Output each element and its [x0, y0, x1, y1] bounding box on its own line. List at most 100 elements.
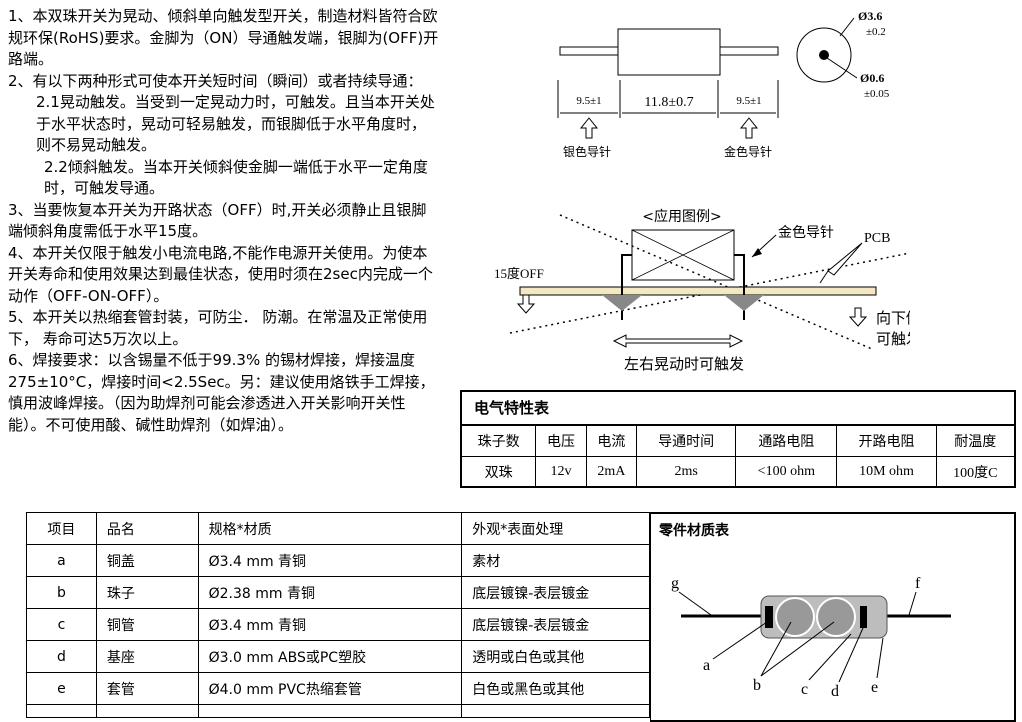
table-cell: 底层镀镍-表层镀金: [461, 608, 650, 641]
double-arrow-icon: [612, 334, 744, 348]
table-cell: 透明或白色或其他: [461, 640, 650, 673]
table-header-cell: 电压: [535, 425, 587, 457]
label-c: c: [801, 681, 808, 698]
instruction-5: 5、本开关以热缩套管封装，可防尘． 防潮。在常温及正常使用下， 寿命可达5万次以…: [8, 308, 428, 348]
table-cell: 2mA: [585, 456, 638, 487]
body-diameter-label: Ø3.6: [858, 9, 882, 23]
table-header-cell: 规格*材质: [197, 512, 463, 545]
pin-diameter-tol: ±0.05: [864, 88, 890, 100]
pcb-label: PCB: [864, 231, 890, 246]
material-diagram-title: 零件材质表: [659, 523, 729, 539]
dimension-drawing: 9.5±1 11.8±0.7 9.5±1 银色导针 金色导针 Ø3.6 ±0.2…: [557, 9, 890, 159]
label-b: b: [753, 677, 761, 694]
table-cell: d: [26, 640, 97, 673]
table-cell: 2ms: [636, 456, 737, 487]
table-row: d 基座 Ø3.0 mm ABS或PC塑胶 透明或白色或其他: [26, 640, 650, 673]
instructions-block: 1、本双珠开关为晃动、倾斜单向触发型开关，制造材料皆符合欧规环保(RoHS)要求…: [8, 6, 440, 436]
gold-pin-callout: 金色导针: [778, 224, 834, 241]
instruction-3: 3、当要恢复本开关为开路状态（OFF）时,开关必须静止且银脚端倾斜角度需低于水平…: [8, 200, 427, 241]
silver-pin-label: 银色导针: [563, 144, 611, 159]
gold-pin-shape: [719, 46, 779, 56]
table-cell: 12v: [535, 456, 587, 487]
table-row: e 套管 Ø4.0 mm PVC热缩套管 白色或黑色或其他: [26, 672, 650, 705]
table-header-cell: 通路电阻: [735, 425, 838, 457]
shake-label: 左右晃动时可触发: [624, 355, 744, 373]
table-row: a 铜盖 Ø3.4 mm 青铜 素材: [26, 544, 650, 577]
table-header-cell: 外观*表面处理: [461, 512, 650, 545]
material-drawing: g f a b c d e: [671, 575, 951, 700]
instruction-2-2: 2.2倾斜触发。当本开关倾斜使金脚一端低于水平一定角度时，可触发导通。: [44, 157, 428, 198]
label-d: d: [831, 683, 839, 700]
tilt-label-line1: 向下倾斜: [876, 309, 910, 327]
up-arrow-icon: [739, 117, 759, 139]
parts-table: 项目 品名 规格*材质 外观*表面处理 a 铜盖 Ø3.4 mm 青铜 素材 b…: [26, 512, 650, 718]
table-cell: 100度C: [935, 456, 1014, 487]
label-f: f: [915, 575, 921, 592]
table-header-cell: 珠子数: [462, 425, 537, 457]
len-left-label: 9.5±1: [576, 95, 601, 107]
table-row: c 铜管 Ø3.4 mm 青铜 底层镀镍-表层镀金: [26, 608, 650, 641]
bead: [816, 597, 856, 637]
table-header-row: 珠子数 电压 电流 导通时间 通路电阻 开路电阻 耐温度: [462, 425, 1014, 457]
application-drawing: <应用图例> 15度OFF 金色导针 PCB 向下倾斜 可触发 左右晃动时可触发: [494, 208, 910, 373]
table-header-cell: 导通时间: [636, 425, 737, 457]
table-cell: a: [26, 544, 97, 577]
table-row: 双珠 12v 2mA 2ms <100 ohm 10M ohm 100度C: [462, 456, 1014, 487]
up-arrow-icon: [579, 117, 599, 139]
len-body-label: 11.8±0.7: [644, 95, 693, 110]
table-header-cell: 开路电阻: [836, 425, 937, 457]
table-cell: c: [26, 608, 97, 641]
table-cell: 10M ohm: [836, 456, 937, 487]
table-cell: 珠子: [95, 576, 199, 609]
table-row-partial: [26, 704, 650, 718]
pin-diameter-label: Ø0.6: [860, 71, 884, 85]
tilt-line: [559, 214, 873, 350]
pcb-board: [519, 286, 877, 296]
instruction-4: 4、本开关仅限于触发小电流电路,不能作电源开关使用。为使本开关寿命和使用效果达到…: [8, 243, 433, 305]
down-arrow-icon: [516, 294, 536, 314]
table-header-cell: 耐温度: [935, 425, 1014, 457]
table-cell: Ø3.0 mm ABS或PC塑胶: [197, 640, 463, 673]
table-cell: 白色或黑色或其他: [461, 672, 650, 705]
instruction-2-1: 2.1晃动触发。当受到一定晃动力时，可触发。且当本开关处于水平状态时，晃动可轻易…: [36, 93, 435, 154]
switch-body-shape: [617, 28, 721, 76]
table-cell: 双珠: [462, 456, 537, 487]
instruction-1: 1、本双珠开关为晃动、倾斜单向触发型开关，制造材料皆符合欧规环保(RoHS)要求…: [8, 7, 439, 68]
body-diameter-tol: ±0.2: [866, 26, 886, 38]
table-cell: Ø2.38 mm 青铜: [197, 576, 463, 609]
table-cell: 套管: [95, 672, 199, 705]
table-cell: b: [26, 576, 97, 609]
application-title: <应用图例>: [642, 208, 721, 225]
len-right-label: 9.5±1: [736, 95, 761, 107]
table-cell: Ø3.4 mm 青铜: [197, 608, 463, 641]
table-cell: 底层镀镍-表层镀金: [461, 576, 650, 609]
down-arrow-icon: [848, 307, 868, 327]
table-cell: Ø3.4 mm 青铜: [197, 544, 463, 577]
table-cell: e: [26, 672, 97, 705]
instruction-6: 6、焊接要求：以含锡量不低于99.3% 的锡材焊接，焊接温度275±10°C，焊…: [8, 351, 435, 434]
table-cell: 素材: [461, 544, 650, 577]
table-header-cell: 电流: [585, 425, 638, 457]
table-cell: 铜盖: [95, 544, 199, 577]
electrical-table: 电气特性表 珠子数 电压 电流 导通时间 通路电阻 开路电阻 耐温度 双珠 12…: [460, 390, 1016, 488]
label-g: g: [671, 575, 679, 592]
off-label: 15度OFF: [494, 266, 544, 281]
table-cell: Ø4.0 mm PVC热缩套管: [197, 672, 463, 705]
tilt-line: [509, 252, 910, 334]
label-e: e: [871, 679, 878, 696]
table-cell: <100 ohm: [735, 456, 838, 487]
tilt-label-line2: 可触发: [876, 330, 910, 348]
table-cell: 铜管: [95, 608, 199, 641]
label-a: a: [703, 657, 710, 674]
bead: [775, 597, 815, 637]
table-row: b 珠子 Ø2.38 mm 青铜 底层镀镍-表层镀金: [26, 576, 650, 609]
copper-cap: [765, 606, 773, 628]
base: [860, 606, 867, 628]
gold-pin-label: 金色导针: [724, 144, 772, 159]
table-header-row: 项目 品名 规格*材质 外观*表面处理: [26, 512, 650, 545]
table-header-cell: 品名: [95, 512, 199, 545]
electrical-table-title: 电气特性表: [462, 392, 1014, 425]
table-header-cell: 项目: [26, 512, 97, 545]
table-cell: 基座: [95, 640, 199, 673]
pin-dot: [819, 50, 829, 60]
